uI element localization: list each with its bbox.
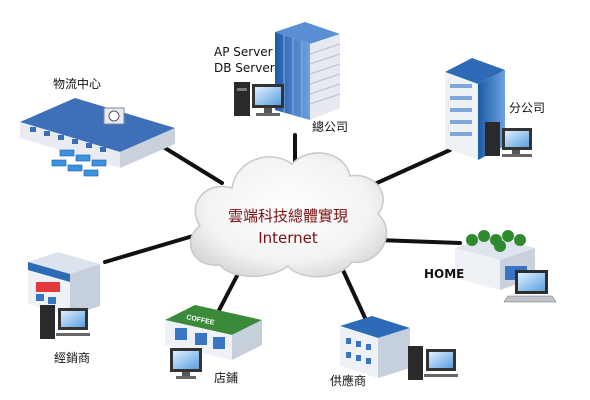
cloud-subtitle: Internet (258, 229, 318, 247)
internet-cloud (189, 152, 388, 278)
line-home (376, 238, 462, 245)
line-store (213, 268, 242, 320)
store-monitor-icon (170, 348, 202, 379)
supplier-building-icon (340, 316, 410, 378)
branch-workstation-icon (485, 122, 532, 157)
store-label: 店鋪 (214, 371, 239, 385)
hq-server-line2: DB Server (214, 61, 275, 75)
home-laptop-icon (503, 270, 557, 303)
line-logistics (163, 146, 224, 185)
cloud-title: 雲端科技總體實現 (227, 207, 348, 225)
hq-workstation-icon (234, 82, 284, 116)
home-building-icon (455, 230, 535, 290)
line-dealer (103, 234, 195, 264)
hq-label: 總公司 (312, 120, 349, 134)
supplier-label: 供應商 (330, 374, 367, 388)
hq-server-line1: AP Server (214, 45, 273, 59)
logistics-building-icon (20, 98, 175, 177)
line-supplier (340, 266, 368, 322)
supplier-workstation-icon (408, 346, 458, 380)
dealer-building-icon (28, 252, 100, 316)
hq-building-icon (275, 22, 341, 120)
store-building-icon: COFFEE (165, 305, 262, 360)
logistics-label: 物流中心 (53, 77, 102, 91)
dealer-label: 經銷商 (54, 351, 91, 365)
dealer-workstation-icon (40, 305, 90, 339)
home-label: HOME (424, 267, 465, 281)
branch-label: 分公司 (509, 101, 546, 115)
